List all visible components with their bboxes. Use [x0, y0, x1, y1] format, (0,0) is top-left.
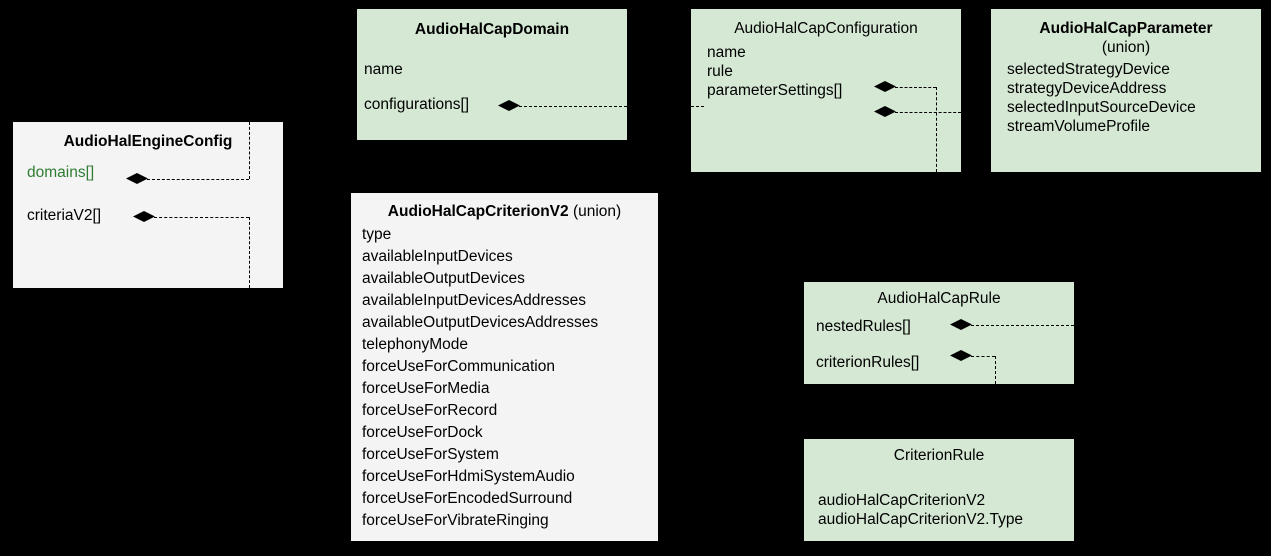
field-force-use-for-dock[interactable]: forceUseForDock: [362, 424, 483, 441]
connector-rule-vertical: [936, 87, 937, 172]
class-title-audio-hal-engine-config: AudioHalEngineConfig: [63, 133, 233, 150]
connector-criterion-rules-vertical: [995, 356, 996, 384]
connector-criteria-vertical: [249, 217, 250, 288]
field-list-audio-hal-cap-rule: nestedRules[] criterionRules[]: [804, 317, 1074, 372]
connector-rule-horizontal: [895, 87, 936, 88]
field-list-audio-hal-cap-domain: name configurations[]: [357, 60, 627, 114]
field-selected-strategy-device[interactable]: selectedStrategyDevice: [1007, 61, 1170, 78]
connector-criteria-horizontal: [154, 217, 249, 218]
field-available-output-devices[interactable]: availableOutputDevices: [362, 270, 525, 287]
class-box-criterion-rule[interactable]: CriterionRule audioHalCapCriterionV2 aud…: [804, 439, 1074, 541]
field-force-use-for-vibrate-ringing[interactable]: forceUseForVibrateRinging: [362, 512, 549, 529]
field-configurations[interactable]: configurations[]: [364, 96, 470, 113]
field-audio-hal-cap-criterion-v2-type[interactable]: audioHalCapCriterionV2.Type: [818, 511, 1024, 528]
field-domains[interactable]: domains[]: [27, 164, 95, 181]
field-telephony-mode[interactable]: telephonyMode: [362, 336, 468, 353]
field-parameter-settings[interactable]: parameterSettings[]: [707, 82, 843, 99]
connector-domains-horizontal: [147, 179, 249, 180]
field-rule[interactable]: rule: [707, 63, 733, 80]
connector-parameter-settings-horizontal: [895, 112, 961, 113]
field-force-use-for-communication[interactable]: forceUseForCommunication: [362, 358, 555, 375]
field-name[interactable]: name: [707, 44, 746, 61]
class-box-audio-hal-engine-config[interactable]: AudioHalEngineConfig domains[] criteriaV…: [13, 122, 283, 288]
class-title-union-suffix: (union): [572, 203, 622, 220]
field-force-use-for-encoded-surround[interactable]: forceUseForEncodedSurround: [362, 490, 573, 507]
field-criteria-v2[interactable]: criteriaV2[]: [27, 207, 102, 224]
class-title-audio-hal-cap-configuration: AudioHalCapConfiguration: [734, 20, 918, 37]
field-nested-rules[interactable]: nestedRules[]: [816, 318, 911, 335]
field-stream-volume-profile[interactable]: streamVolumeProfile: [1007, 118, 1151, 135]
class-box-audio-hal-cap-domain[interactable]: AudioHalCapDomain name configurations[]: [357, 9, 627, 140]
field-criterion-rules[interactable]: criterionRules[]: [816, 354, 920, 371]
field-available-input-devices-addresses[interactable]: availableInputDevicesAddresses: [362, 292, 587, 309]
field-list-audio-hal-cap-parameter: selectedStrategyDevice strategyDeviceAdd…: [991, 60, 1261, 136]
field-list-audio-hal-cap-configuration: name rule parameterSettings[]: [691, 43, 961, 100]
field-force-use-for-media[interactable]: forceUseForMedia: [362, 380, 490, 397]
connector-criterion-rules-horizontal: [971, 356, 995, 357]
field-list-audio-hal-engine-config: domains[] criteriaV2[]: [13, 163, 283, 225]
class-title-audio-hal-cap-rule: AudioHalCapRule: [877, 290, 1001, 307]
field-selected-input-source-device[interactable]: selectedInputSourceDevice: [1007, 99, 1196, 116]
connector-configurations-horizontal: [519, 106, 627, 107]
field-type[interactable]: type: [362, 226, 392, 243]
composition-diamond-domains: [126, 173, 148, 184]
field-name[interactable]: name: [364, 61, 403, 78]
class-subtitle-audio-hal-cap-parameter: (union): [1101, 39, 1151, 56]
field-audio-hal-cap-criterion-v2[interactable]: audioHalCapCriterionV2: [818, 492, 986, 509]
class-title-text: AudioHalCapCriterionV2: [387, 203, 569, 220]
class-title-audio-hal-cap-criterion-v2: AudioHalCapCriterionV2 (union): [351, 202, 658, 222]
connector-domains-vertical: [249, 122, 250, 179]
class-box-audio-hal-cap-criterion-v2[interactable]: AudioHalCapCriterionV2 (union) type avai…: [351, 193, 658, 541]
class-title-criterion-rule: CriterionRule: [893, 447, 985, 464]
class-title-audio-hal-cap-domain: AudioHalCapDomain: [414, 21, 570, 38]
field-force-use-for-record[interactable]: forceUseForRecord: [362, 402, 498, 419]
composition-diamond-nested-rules: [950, 319, 972, 330]
connector-nested-rules-horizontal: [971, 325, 1074, 326]
composition-diamond-criteria-v2: [133, 211, 155, 222]
class-box-audio-hal-cap-rule[interactable]: AudioHalCapRule nestedRules[] criterionR…: [804, 282, 1074, 384]
composition-diamond-rule: [874, 81, 896, 92]
composition-diamond-criterion-rules: [950, 350, 972, 361]
field-list-audio-hal-cap-criterion-v2: type availableInputDevices availableOutp…: [351, 224, 658, 532]
field-strategy-device-address[interactable]: strategyDeviceAddress: [1007, 80, 1167, 97]
class-box-audio-hal-cap-parameter[interactable]: AudioHalCapParameter (union) selectedStr…: [991, 9, 1261, 172]
field-list-criterion-rule: audioHalCapCriterionV2 audioHalCapCriter…: [804, 491, 1074, 529]
connector-incoming-configurations-stub: [691, 106, 704, 107]
class-box-audio-hal-cap-configuration[interactable]: AudioHalCapConfiguration name rule param…: [691, 9, 961, 172]
field-available-output-devices-addresses[interactable]: availableOutputDevicesAddresses: [362, 314, 599, 331]
composition-diamond-parameter-settings: [874, 106, 896, 117]
field-force-use-for-system[interactable]: forceUseForSystem: [362, 446, 499, 463]
class-title-audio-hal-cap-parameter: AudioHalCapParameter: [1039, 20, 1213, 37]
field-force-use-for-hdmi-system-audio[interactable]: forceUseForHdmiSystemAudio: [362, 468, 575, 485]
composition-diamond-configurations: [498, 100, 520, 111]
field-available-input-devices[interactable]: availableInputDevices: [362, 248, 513, 265]
